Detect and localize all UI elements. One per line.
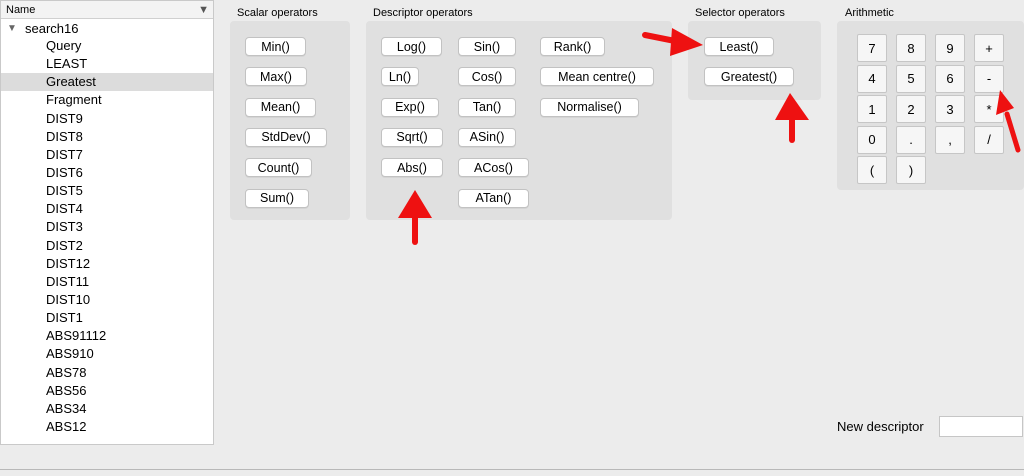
tree-item[interactable]: DIST11 [46,273,90,289]
tree-item[interactable]: DIST8 [46,128,83,144]
tree-item[interactable]: DIST6 [46,164,83,180]
tree-item[interactable]: DIST5 [46,183,83,199]
tree-item[interactable]: DIST3 [46,219,83,235]
tree-item[interactable]: DIST4 [46,201,83,217]
key-comma[interactable]: , [935,125,965,154]
key-4[interactable]: 4 [857,64,887,93]
tree-header-label: Name [6,3,36,16]
key-5[interactable]: 5 [896,64,926,93]
min-button[interactable]: Min() [245,37,306,56]
sort-down-icon[interactable]: ▼ [198,3,209,16]
key-multiply[interactable]: * [974,95,1004,123]
sum-button[interactable]: Sum() [245,188,309,208]
arrow-to-greatest-icon [775,93,809,143]
tree-column-header[interactable]: Name ▼ [1,1,213,19]
stddev-button[interactable]: StdDev() [245,127,327,147]
least-button[interactable]: Least() [704,37,774,56]
max-button[interactable]: Max() [245,67,307,87]
ln-button[interactable]: Ln() [381,67,419,87]
tree-root-label: search16 [25,20,79,36]
greatest-button[interactable]: Greatest() [704,67,794,86]
key-3[interactable]: 3 [935,95,965,123]
log-button[interactable]: Log() [381,37,442,56]
scalar-operators-group: Min() Max() Mean() StdDev() Count() Sum() [230,21,350,220]
key-minus[interactable]: - [974,64,1004,93]
scalar-operators-title: Scalar operators [237,7,318,19]
selector-operators-group: Least() Greatest() [688,21,821,100]
descriptor-operators-title: Descriptor operators [373,7,473,19]
descriptor-operators-group: Log() Ln() Exp() Sqrt() Abs() Sin() Cos() Tan()… [366,21,672,220]
rank-button[interactable]: Rank() [540,37,605,56]
asin-button[interactable]: ASin() [458,127,516,147]
key-8[interactable]: 8 [896,34,926,62]
tree-item[interactable]: DIST9 [46,110,83,126]
key-2[interactable]: 2 [896,95,926,123]
key-1[interactable]: 1 [857,95,887,123]
tree-item[interactable]: Query [46,38,82,53]
tree-item[interactable]: Fragment [46,92,102,108]
tree-item[interactable]: LEAST [46,56,88,72]
key-9[interactable]: 9 [935,34,965,62]
tree-item[interactable]: ABS78 [46,364,87,380]
tree-item[interactable]: DIST10 [46,291,91,307]
mean-centre-button[interactable]: Mean centre() [540,67,654,87]
new-descriptor-label: New descriptor [837,419,924,434]
tree-item[interactable]: ABS910 [46,346,94,362]
selector-operators-title: Selector operators [695,7,785,19]
sin-button[interactable]: Sin() [458,37,516,56]
key-plus[interactable]: + [974,34,1004,62]
tree-item[interactable]: ABS91112 [46,328,107,344]
expand-triangle-icon[interactable]: ▼ [7,22,17,34]
key-open-paren[interactable]: ( [857,156,887,184]
bottom-divider [0,469,1024,470]
key-divide[interactable]: / [974,125,1004,154]
key-decimal-point[interactable]: . [896,125,926,154]
key-7[interactable]: 7 [857,34,887,62]
atan-button[interactable]: ATan() [458,188,529,208]
tree-item[interactable]: Greatest [1,73,213,92]
tree-item[interactable]: DIST1 [46,310,83,326]
tan-button[interactable]: Tan() [458,97,516,117]
tree-item[interactable]: DIST7 [46,146,83,162]
new-descriptor-input[interactable] [939,416,1023,437]
key-close-paren[interactable]: ) [896,156,926,184]
abs-button[interactable]: Abs() [381,158,443,178]
acos-button[interactable]: ACos() [458,158,529,178]
tree-item[interactable]: ABS12 [46,418,87,434]
mean-button[interactable]: Mean() [245,97,316,117]
normalise-button[interactable]: Normalise() [540,97,639,117]
arithmetic-title: Arithmetic [845,7,894,19]
cos-button[interactable]: Cos() [458,67,516,87]
exp-button[interactable]: Exp() [381,97,439,117]
tree-item[interactable]: DIST2 [46,237,83,253]
tree-item[interactable]: ABS34 [46,400,87,416]
tree-item[interactable]: ABS56 [46,382,87,398]
count-button[interactable]: Count() [245,158,312,178]
sqrt-button[interactable]: Sqrt() [381,127,443,147]
key-0[interactable]: 0 [857,125,887,154]
tree-item[interactable]: DIST12 [46,255,91,271]
key-6[interactable]: 6 [935,64,965,93]
tree-root-node[interactable]: ▼ search16 [1,19,213,37]
